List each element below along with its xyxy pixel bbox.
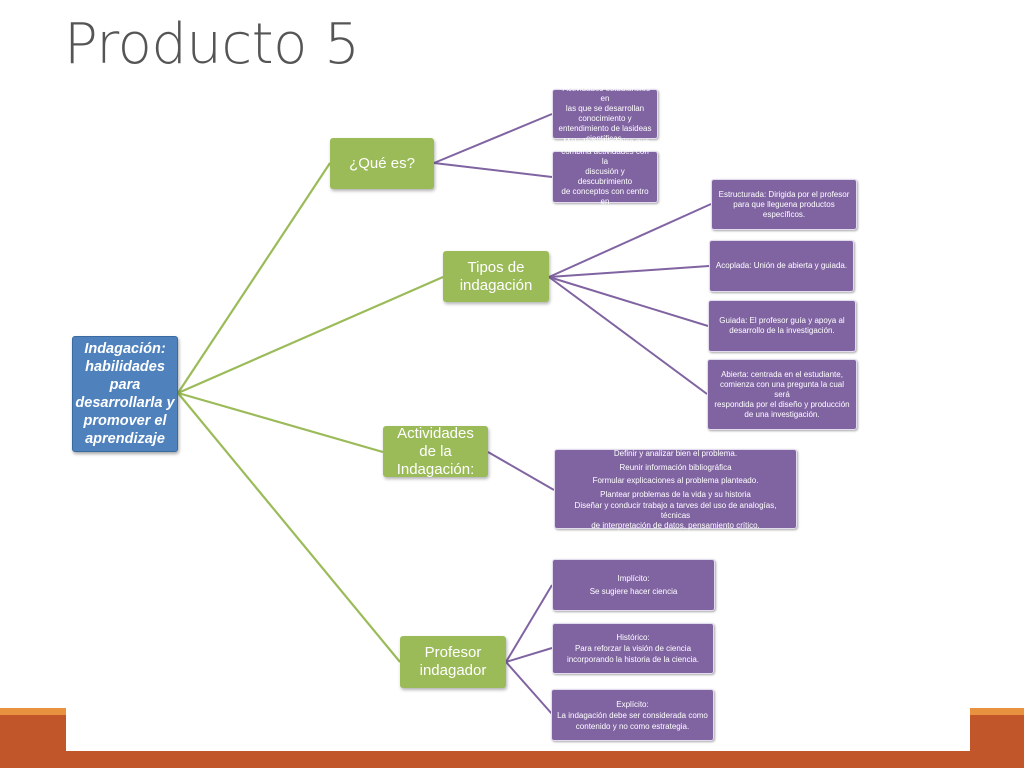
branch-profesor-indagador: Profesor indagador <box>400 636 506 688</box>
branch-label: Actividades de la Indagación: <box>396 424 475 478</box>
branch-label: ¿Qué es? <box>349 154 415 172</box>
leaf-text: Abierta: centrada en el estudiante, <box>721 369 843 379</box>
leaf-text: comienza con una pregunta la cual será <box>719 379 845 399</box>
leaf-text: Se sugiere hacer ciencia <box>589 587 678 596</box>
link-tipos-leaf-4 <box>548 276 708 395</box>
leaf-text: Plantear problemas de la vida y su histo… <box>600 489 751 499</box>
leaf-tipos-acoplada: Acoplada: Unión de abierta y guiada. <box>709 240 854 292</box>
leaf-text: de conceptos con centro en <box>561 187 649 206</box>
leaf-text: científicas. <box>586 134 624 143</box>
leaf-text: combina actividades con la <box>561 147 649 166</box>
leaf-text: Reunir información bibliográfica <box>619 462 732 472</box>
leaf-text: Definir y analizar bien el problema. <box>613 449 738 458</box>
leaf-text: discusión y descubrimiento <box>577 167 633 186</box>
root-line: Indagación: <box>84 341 166 357</box>
leaf-text: Para reforzar la visión de ciencia <box>574 644 692 653</box>
link-root-profesor <box>177 392 401 663</box>
leaf-profesor-historico: Histórico: Para reforzar la visión de ci… <box>552 623 714 674</box>
leaf-tipos-abierta: Abierta: centrada en el estudiante, comi… <box>707 359 857 430</box>
root-line: promover el <box>83 413 167 429</box>
link-actividades-leaf <box>487 451 555 491</box>
link-profesor-leaf-3 <box>505 661 553 715</box>
footer-band-bottom <box>66 751 970 768</box>
branch-que-es: ¿Qué es? <box>330 138 434 189</box>
footer-band-left-orange <box>0 708 66 715</box>
link-root-que-es <box>177 162 331 394</box>
leaf-text: específicos. <box>762 209 806 219</box>
leaf-text: Guiada: El profesor guía y apoya al <box>719 316 845 325</box>
branch-tipos-de-indagacion: Tipos de indagación <box>443 251 549 302</box>
leaf-text: Diseñar y conducir trabajo a tarves del … <box>574 501 777 520</box>
leaf-que-es-1: -Actividades estudiantiles en las que se… <box>552 84 658 143</box>
leaf-tipos-estructurada: Estructurada: Dirigida por el profesor p… <box>711 179 857 230</box>
leaf-text: desarrollo de la investigación. <box>729 326 835 335</box>
leaf-text: Explícito: <box>616 699 649 709</box>
link-que-es-leaf-2 <box>433 162 553 178</box>
footer-band-right-rust <box>970 715 1024 768</box>
link-root-actividades <box>177 391 384 454</box>
leaf-text: entendimiento de lasideas <box>558 124 652 133</box>
leaf-tipos-guiada: Guiada: El profesor guía y apoya al desa… <box>708 300 856 352</box>
branch-label: Profesor indagador <box>419 644 487 679</box>
leaf-text: -Actividades estudiantiles en <box>559 84 651 103</box>
root-line: habilidades <box>85 359 165 375</box>
leaf-profesor-explicito: Explícito: La indagación debe ser consid… <box>551 689 714 741</box>
leaf-text: conocimiento y <box>578 114 632 123</box>
link-tipos-leaf-3 <box>548 276 709 327</box>
leaf-text: Acoplada: Unión de abierta y guiada. <box>715 261 848 270</box>
leaf-text: Implícito: <box>617 574 650 583</box>
leaf-que-es-2: -Método pedagógico que combina actividad… <box>552 137 658 216</box>
leaf-profesor-implicito: Implícito: Se sugiere hacer ciencia <box>552 559 715 611</box>
leaf-text: las que se desarrollan <box>565 104 645 113</box>
root-node: Indagación: habilidades para desarrollar… <box>72 336 178 452</box>
link-root-tipos <box>177 275 444 395</box>
footer-band-right-orange <box>970 708 1024 715</box>
leaf-actividades-list: Definir y analizar bien el problema. Reu… <box>554 449 797 530</box>
leaf-text: -Método pedagógico que <box>560 137 650 146</box>
root-line: desarrollarla y <box>75 395 175 411</box>
leaf-text: Estructurada: Dirigida por el profesor <box>718 189 850 199</box>
root-line: aprendizaje <box>85 431 165 447</box>
footer-band-left-rust <box>0 715 66 768</box>
slide-title: Producto 5 <box>64 12 360 77</box>
root-line: para <box>109 377 141 393</box>
link-tipos-leaf-1 <box>548 203 712 278</box>
leaf-text: incorporando la historia de la ciencia. <box>566 655 700 664</box>
branch-label: Tipos de indagación <box>459 258 533 294</box>
leaf-text: respondida por el diseño y producción <box>714 399 850 409</box>
branch-actividades: Actividades de la Indagación: <box>383 424 488 478</box>
leaf-text: el estudiante <box>582 207 628 216</box>
leaf-text: de una investigación. <box>744 409 820 419</box>
leaf-text: contenido y no como estrategia. <box>575 721 690 731</box>
leaf-text: Histórico: <box>616 633 650 642</box>
link-profesor-leaf-1 <box>505 584 553 663</box>
leaf-text: La indagación debe ser considerada como <box>557 710 708 720</box>
leaf-text: Formular explicaciones al problema plant… <box>592 476 759 485</box>
link-profesor-leaf-2 <box>505 647 553 663</box>
link-tipos-leaf-2 <box>548 265 710 278</box>
link-que-es-leaf-1 <box>433 113 553 164</box>
leaf-text: de interpretación de datos, pensamiento … <box>591 521 760 530</box>
leaf-text: para que lleguena productos <box>733 199 835 209</box>
